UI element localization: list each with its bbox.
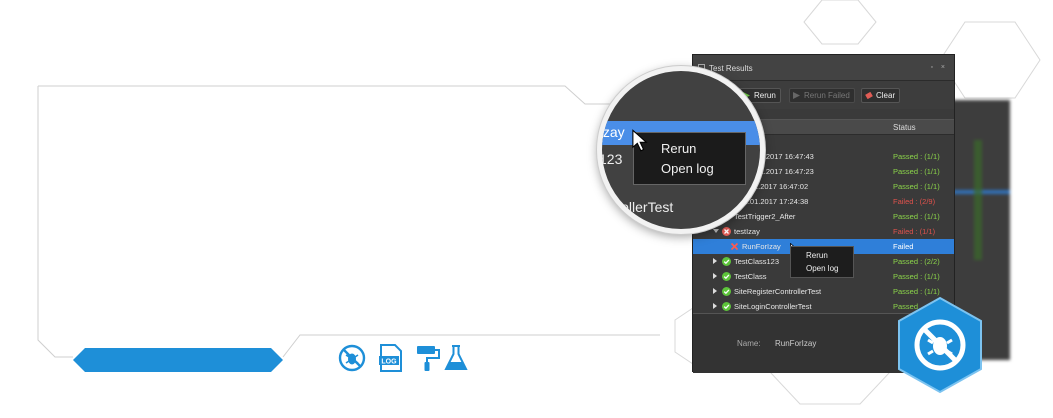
expand-arrow-icon[interactable]: [713, 273, 717, 279]
table-row[interactable]: TestClass123 Passed : (2/2): [693, 254, 954, 269]
failed-icon: [730, 242, 739, 251]
window-controls[interactable]: ▫ ×: [930, 64, 948, 71]
table-row[interactable]: TestTrigger2_After Passed : (1/1): [693, 209, 954, 224]
row-status: Failed : (2/9): [893, 197, 936, 206]
row-name: un: 12.01.2017 17:24:38: [727, 197, 809, 206]
magnifier-lens: ter Izay 123 ontrollerTest Rerun Open lo…: [597, 66, 765, 234]
collapse-arrow-icon[interactable]: [713, 229, 719, 233]
row-name: 13.01.2017 16:47:43: [745, 152, 814, 161]
magnified-menu-rerun: Rerun: [661, 141, 697, 156]
table-row[interactable]: 13.01.2017 16:47:43 Passed : (1/1): [693, 149, 954, 164]
row-status: Passed : (1/1): [893, 182, 940, 191]
flask-icon[interactable]: [441, 343, 471, 373]
row-status: Failed: [893, 242, 914, 251]
row-name: RunForIzay: [742, 242, 781, 251]
magnified-text: ter: [620, 74, 637, 90]
row-status: Passed : (1/1): [893, 167, 940, 176]
magnified-menu-open-log: Open log: [661, 161, 714, 176]
accent-pill: [73, 348, 283, 372]
rerun-failed-button[interactable]: Rerun Failed: [789, 88, 855, 103]
row-name: TestClass: [734, 272, 767, 281]
bug-badge-icon: [898, 296, 982, 394]
context-menu-rerun[interactable]: Rerun: [806, 251, 828, 260]
name-value: RunForIzay: [775, 339, 817, 348]
failed-icon: [722, 227, 731, 236]
row-name: TestTrigger2_After: [734, 212, 796, 221]
passed-icon: [722, 272, 731, 281]
row-name: SiteLoginControllerTest: [734, 302, 812, 311]
row-status: Passed : (1/1): [893, 152, 940, 161]
row-name: n: 13.01.2017 16:47:02: [731, 182, 809, 191]
expand-arrow-icon[interactable]: [713, 258, 717, 264]
row-status: Passed : (2/2): [893, 257, 940, 266]
row-name: 13.01.2017 16:47:23: [745, 167, 814, 176]
table-row[interactable]: n: 13.01.2017 16:47:02 Passed : (1/1): [693, 179, 954, 194]
row-name: SiteRegisterControllerTest: [734, 287, 822, 296]
row-name: TestClass123: [734, 257, 780, 266]
table-row[interactable]: TestClass Passed : (1/1): [693, 269, 954, 284]
rerun-button-label: Rerun: [754, 91, 776, 100]
paint-roller-icon[interactable]: [413, 343, 443, 373]
expand-arrow-icon[interactable]: [713, 288, 717, 294]
clear-button[interactable]: Clear: [861, 88, 901, 103]
clear-button-label: Clear: [876, 91, 896, 100]
table-row[interactable]: un: 12.01.2017 17:24:38 Failed : (2/9): [693, 194, 954, 209]
table-row[interactable]: testIzay Failed : (1/1): [693, 224, 954, 239]
row-status: Passed : (1/1): [893, 272, 940, 281]
magnified-cursor-icon: [632, 129, 648, 152]
magnified-text: Izay: [599, 124, 625, 140]
bug-icon[interactable]: [337, 343, 367, 373]
log-file-icon[interactable]: LOG: [376, 343, 406, 373]
table-row[interactable]: 13.01.2017 16:47:23 Passed : (1/1): [693, 164, 954, 179]
magnified-context-menu: Rerun Open log: [633, 132, 746, 185]
passed-icon: [722, 257, 731, 266]
context-menu: Rerun Open log: [790, 246, 854, 278]
passed-icon: [722, 287, 731, 296]
row-name: testIzay: [734, 227, 760, 236]
svg-text:LOG: LOG: [381, 359, 397, 366]
expand-arrow-icon[interactable]: [713, 303, 717, 309]
context-menu-open-log[interactable]: Open log: [806, 264, 839, 273]
status-column-header: Status: [893, 123, 916, 132]
magnified-text: 123: [599, 151, 623, 167]
table-row[interactable]: SiteRegisterControllerTest Passed : (1/1…: [693, 284, 954, 299]
row-status: Passed : (1/1): [893, 287, 940, 296]
name-label: Name:: [737, 339, 761, 348]
table-row[interactable]: SiteLoginControllerTest Passed: [693, 299, 954, 314]
row-status: Passed: [893, 302, 919, 311]
panel-titlebar: Test Results ▫ ×: [693, 55, 954, 81]
row-status: Passed : (1/1): [893, 212, 940, 221]
rerun-failed-button-label: Rerun Failed: [804, 91, 850, 100]
row-status: Failed : (1/1): [893, 227, 936, 236]
passed-icon: [722, 302, 731, 311]
panel-title: Test Results: [709, 64, 753, 73]
clear-icon: [865, 92, 873, 99]
rerun-failed-icon: [793, 92, 800, 99]
magnified-text: ontrollerTest: [597, 199, 674, 215]
